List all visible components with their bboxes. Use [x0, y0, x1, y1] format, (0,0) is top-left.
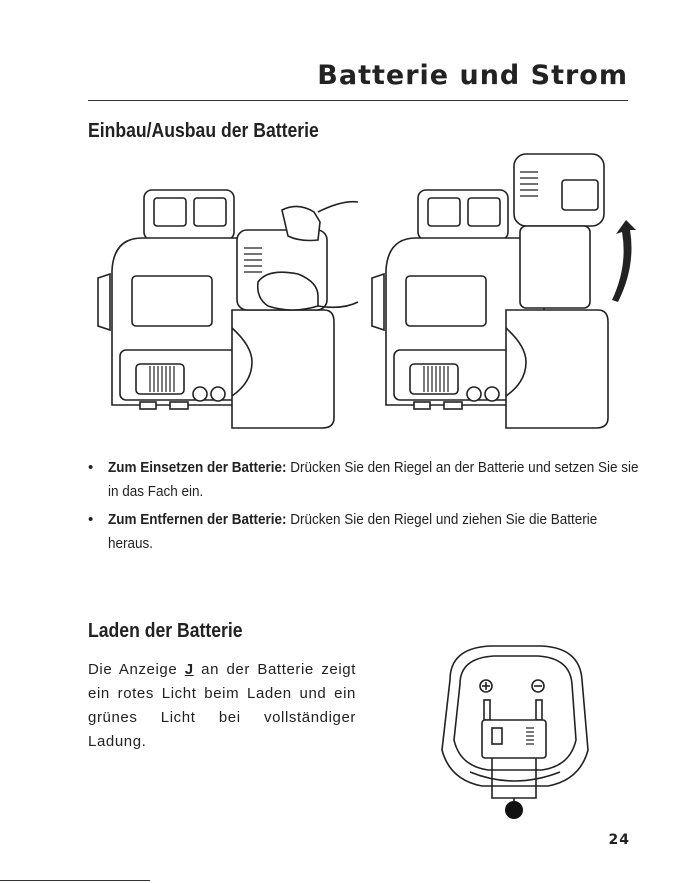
battery-bottom-illustration	[441, 645, 589, 819]
bullet-remove-body: Drücken Sie den Riegel und ziehen Sie di…	[108, 511, 598, 552]
laser-device-right	[371, 153, 636, 429]
bullet-dot: •	[88, 511, 94, 528]
charge-indicator-light	[491, 727, 503, 745]
callout-marker-j	[505, 801, 523, 819]
page-number: 24	[608, 832, 630, 848]
section-title-charging: Laden der Batterie	[88, 620, 243, 642]
battery-install-remove-illustration	[97, 153, 636, 429]
section-title-install: Einbau/Ausbau der Batterie	[88, 120, 319, 142]
bullet-insert-text: Zum Einsetzen der Batterie: Drücken Sie …	[108, 456, 639, 504]
bullet-insert: • Zum Einsetzen der Batterie: Drücken Si…	[88, 456, 639, 504]
bullet-dot: •	[88, 459, 94, 476]
bullet-remove-label: Zum Entfernen der Batterie:	[108, 511, 287, 528]
charging-text-end: an der Batterie zeigt ein rotes Licht be…	[88, 661, 356, 750]
header-divider	[88, 100, 628, 101]
bullet-insert-label: Zum Einsetzen der Batterie:	[108, 459, 287, 476]
bullet-insert-body: Drücken Sie den Riegel an der Batterie u…	[108, 459, 639, 500]
chapter-title: Batterie und Strom	[317, 60, 628, 91]
footer-divider	[0, 880, 150, 881]
indicator-letter: J	[184, 661, 194, 678]
bullet-remove-text: Zum Entfernen der Batterie: Drücken Sie …	[108, 508, 639, 556]
laser-device-left	[97, 189, 359, 429]
charging-paragraph: Die Anzeige J an der Batterie zeigt ein …	[88, 658, 356, 754]
charging-text-start: Die Anzeige	[88, 661, 185, 678]
bullet-remove: • Zum Entfernen der Batterie: Drücken Si…	[88, 508, 628, 556]
